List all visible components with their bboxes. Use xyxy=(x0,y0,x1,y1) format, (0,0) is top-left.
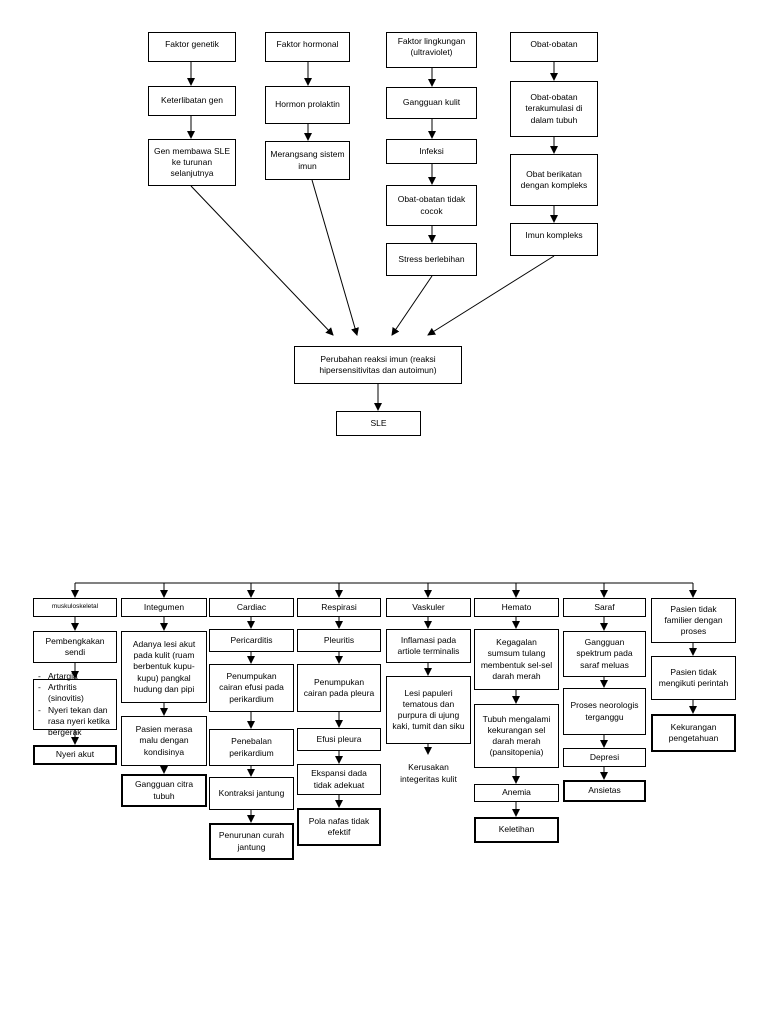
box-obat-berikatan: Obat berikatan dengan kompleks xyxy=(510,154,598,206)
header-vaskuler: Vaskuler xyxy=(386,598,471,617)
box-pleuritis: Pleuritis xyxy=(297,629,381,652)
box-gen-membawa-sle: Gen membawa SLE ke turunan selanjutnya xyxy=(148,139,236,186)
diagnosis-keletihan: Keletihan xyxy=(474,817,559,843)
diagnosis-penurunan-curah-jantung: Penurunan curah jantung xyxy=(209,823,294,860)
symptom-item: Artargia xyxy=(38,671,112,682)
box-faktor-genetik: Faktor genetik xyxy=(148,32,236,62)
box-gangguan-kulit: Gangguan kulit xyxy=(386,87,477,119)
header-respirasi: Respirasi xyxy=(297,598,381,617)
diagnosis-kekurangan-pengetahuan: Kekurangan pengetahuan xyxy=(651,714,736,752)
box-pasien-merasa-malu: Pasien merasa malu dengan kondisinya xyxy=(121,716,207,766)
diagnosis-ansietas: Ansietas xyxy=(563,780,646,802)
diagnosis-pola-nafas: Pola nafas tidak efektif xyxy=(297,808,381,846)
box-kegagalan-sumsum-tulang: Kegagalan sumsum tulang membentuk sel-se… xyxy=(474,629,559,690)
symptom-item: Arthritis (sinovitis) xyxy=(38,682,112,704)
box-perubahan-reaksi-imun: Perubahan reaksi imun (reaksi hipersensi… xyxy=(294,346,462,384)
box-sle: SLE xyxy=(336,411,421,436)
box-infeksi: Infeksi xyxy=(386,139,477,164)
box-keterlibatan-gen: Keterlibatan gen xyxy=(148,86,236,116)
box-imun-kompleks: Imun kompleks xyxy=(510,223,598,256)
arrow xyxy=(311,179,359,336)
box-anemia: Anemia xyxy=(474,784,559,802)
header-cardiac: Cardiac xyxy=(209,598,294,617)
box-faktor-lingkungan: Faktor lingkungan (ultraviolet) xyxy=(386,32,477,68)
box-kekurangan-sel-darah-merah: Tubuh mengalami kekurangan sel darah mer… xyxy=(474,704,559,768)
box-stress-berlebihan: Stress berlebihan xyxy=(386,243,477,276)
header-saraf: Saraf xyxy=(563,598,646,617)
arrow xyxy=(190,185,334,336)
diagnosis-nyeri-akut: Nyeri akut xyxy=(33,745,117,765)
box-efusi-pleura: Efusi pleura xyxy=(297,728,381,751)
header-muskuloskeletal: muskuloskeletal xyxy=(33,598,117,617)
diagnosis-gangguan-citra-tubuh: Gangguan citra tubuh xyxy=(121,774,207,807)
arrow xyxy=(391,275,433,336)
box-pembengkakan-sendi: Pembengkakan sendi xyxy=(33,631,117,663)
box-hormon-prolaktin: Hormon prolaktin xyxy=(265,86,350,124)
box-ekspansi-dada: Ekspansi dada tidak adekuat xyxy=(297,764,381,795)
box-obat-tidak-cocok: Obat-obatan tidak cocok xyxy=(386,185,477,226)
header-hemato: Hemato xyxy=(474,598,559,617)
box-penumpukan-cairan-pleura: Penumpukan cairan pada pleura xyxy=(297,664,381,712)
header-integumen: Integumen xyxy=(121,598,207,617)
box-faktor-hormonal: Faktor hormonal xyxy=(265,32,350,62)
box-proses-neorologis: Proses neorologis terganggu xyxy=(563,688,646,735)
diagnosis-kerusakan-integritas-kulit: Kerusakan integeritas kulit xyxy=(386,755,471,792)
box-lesi-papuleri: Lesi papuleri tematous dan purpura di uj… xyxy=(386,676,471,744)
symptom-list: Artargia Arthritis (sinovitis) Nyeri tek… xyxy=(38,671,112,737)
box-kontraksi-jantung: Kontraksi jantung xyxy=(209,777,294,810)
box-lesi-akut-kulit: Adanya lesi akut pada kulit (ruam berben… xyxy=(121,631,207,703)
box-obat-obatan: Obat-obatan xyxy=(510,32,598,62)
box-depresi: Depresi xyxy=(563,748,646,767)
symptom-item: Nyeri tekan dan rasa nyeri ketika berger… xyxy=(38,705,112,738)
box-gangguan-spektrum-saraf: Gangguan spektrum pada saraf meluas xyxy=(563,631,646,677)
box-penumpukan-cairan-efusi: Penumpukan cairan efusi pada perikardium xyxy=(209,664,294,712)
header-pasien-tidak-familier: Pasien tidak familier dengan proses xyxy=(651,598,736,643)
box-merangsang-sistem-imun: Merangsang sistem imun xyxy=(265,141,350,180)
box-gejala-muskuloskeletal: Artargia Arthritis (sinovitis) Nyeri tek… xyxy=(33,671,117,737)
box-penebalan-perikardium: Penebalan perikardium xyxy=(209,729,294,766)
box-pasien-tidak-mengikuti: Pasien tidak mengikuti perintah xyxy=(651,656,736,700)
box-obat-terakumulasi: Obat-obatan terakumulasi di dalam tubuh xyxy=(510,81,598,137)
box-pericarditis: Pericarditis xyxy=(209,629,294,652)
box-inflamasi-artiole: Inflamasi pada artiole terminalis xyxy=(386,629,471,663)
arrow xyxy=(427,255,555,336)
